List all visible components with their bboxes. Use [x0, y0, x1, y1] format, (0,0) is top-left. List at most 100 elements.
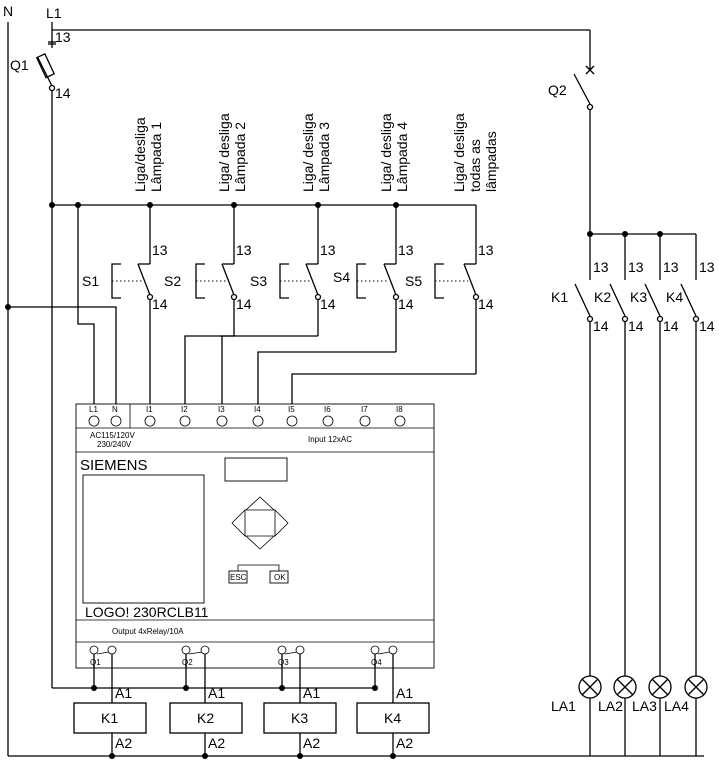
lamp-la2 — [613, 675, 637, 756]
q1-terminal-13: 13 — [55, 29, 71, 45]
svg-text:14: 14 — [236, 296, 252, 312]
plc-supply-line1: AC115/120V — [90, 431, 135, 440]
pushbutton-s5 — [434, 205, 480, 374]
esc-key — [228, 570, 248, 584]
svg-text:13: 13 — [320, 242, 336, 258]
coil-k2-label: K2 — [197, 710, 214, 726]
svg-text:I3: I3 — [218, 405, 225, 414]
coil-k3-label: K3 — [291, 710, 308, 726]
ok-key — [269, 570, 289, 584]
wire-plc-n — [8, 306, 117, 412]
pushbutton-s1 — [111, 202, 154, 324]
svg-text:I4: I4 — [254, 405, 261, 414]
plc-module-slot — [224, 457, 288, 482]
svg-text:A1: A1 — [208, 685, 225, 701]
plc-output-label: Output 4xRelay/10A — [112, 627, 184, 636]
plc-model: LOGO! 230RCLB11 — [85, 604, 209, 620]
plc-lcd — [82, 474, 205, 604]
breaker-q1 — [35, 53, 56, 92]
lamp-la3 — [648, 675, 672, 756]
svg-text:14: 14 — [628, 318, 644, 334]
s4-label: S4 — [333, 269, 350, 285]
svg-text:A1: A1 — [396, 685, 413, 701]
svg-text:13: 13 — [699, 259, 715, 275]
wire-i5 — [291, 373, 476, 412]
wire-i3 — [221, 335, 318, 412]
svg-text:L1: L1 — [89, 405, 98, 414]
svg-text:13: 13 — [152, 242, 168, 258]
lamp-la1 — [578, 675, 602, 756]
svg-text:Q2: Q2 — [182, 658, 193, 667]
lamp-la1-label: LA1 — [551, 698, 576, 714]
coil-k2 — [169, 702, 243, 734]
svg-text:Q4: Q4 — [371, 658, 382, 667]
contact-k3 — [644, 234, 664, 676]
s2-label: S2 — [164, 273, 181, 289]
s4-caption-line2: Lâmpada 4 — [394, 122, 410, 192]
lamp-la4 — [684, 675, 708, 756]
s5-label: S5 — [405, 273, 422, 289]
svg-text:14: 14 — [152, 296, 168, 312]
svg-text:14: 14 — [663, 318, 679, 334]
s3-caption-line2: Lâmpada 3 — [316, 122, 332, 192]
pushbutton-s2 — [195, 202, 238, 336]
line-label: L1 — [46, 5, 62, 21]
svg-text:A2: A2 — [396, 735, 413, 751]
plc-brand: SIEMENS — [80, 457, 148, 474]
svg-text:14: 14 — [398, 296, 414, 312]
nav-right-icon — [274, 509, 289, 537]
s1-caption-line2: Lâmpada 1 — [148, 122, 164, 192]
contact-k4 — [680, 234, 700, 676]
svg-text:13: 13 — [628, 259, 644, 275]
s1-label: S1 — [82, 273, 99, 289]
s5-caption-line1: Liga/ desliga — [451, 113, 467, 192]
coil-k4 — [356, 702, 430, 734]
svg-text:13: 13 — [593, 259, 609, 275]
contact-k3-label: K3 — [630, 289, 647, 305]
pushbutton-s4 — [356, 202, 400, 352]
q1-label: Q1 — [10, 57, 29, 73]
svg-text:13: 13 — [236, 242, 252, 258]
svg-text:I5: I5 — [288, 405, 295, 414]
contact-k2 — [609, 234, 629, 676]
q1-terminal-14: 14 — [55, 85, 71, 101]
esc-key-label: ESC — [230, 573, 247, 582]
plc-input-terminals — [88, 415, 406, 427]
coil-k1 — [73, 702, 147, 734]
plc-input-label: Input 12xAC — [308, 435, 352, 444]
lamp-la2-label: LA2 — [598, 698, 623, 714]
s5-caption-line3: lâmpadas — [483, 131, 499, 192]
s3-caption-line1: Liga/ desliga — [300, 113, 316, 192]
contact-k1-label: K1 — [551, 289, 568, 305]
plc-supply-line2: 230/240V — [97, 440, 132, 449]
svg-text:14: 14 — [478, 296, 494, 312]
svg-text:14: 14 — [320, 296, 336, 312]
s4-caption-line1: Liga/ desliga — [378, 113, 394, 192]
svg-text:13: 13 — [478, 242, 494, 258]
nav-up-icon — [244, 496, 276, 511]
svg-text:Q3: Q3 — [278, 658, 289, 667]
nav-left-icon — [231, 509, 246, 537]
wire-i4 — [257, 351, 396, 412]
svg-text:14: 14 — [593, 318, 609, 334]
svg-text:13: 13 — [398, 242, 414, 258]
contact-k4-label: K4 — [666, 289, 683, 305]
svg-text:N: N — [112, 405, 118, 414]
q2-label: Q2 — [548, 82, 567, 98]
svg-text:A1: A1 — [115, 685, 132, 701]
wire-plc-l1 — [77, 205, 95, 412]
svg-text:I2: I2 — [181, 405, 188, 414]
svg-text:Q1: Q1 — [90, 658, 101, 667]
pushbutton-s3 — [279, 202, 322, 336]
wire-i2 — [184, 335, 234, 412]
plc-logo — [75, 403, 435, 669]
s2-caption-line1: Liga/ desliga — [216, 113, 232, 192]
ok-key-label: OK — [274, 573, 286, 582]
lamp-la3-label: LA3 — [632, 698, 657, 714]
svg-text:I6: I6 — [324, 405, 331, 414]
coil-k1-label: K1 — [101, 710, 118, 726]
svg-text:A2: A2 — [115, 735, 132, 751]
contact-k2-label: K2 — [594, 289, 611, 305]
svg-text:I8: I8 — [396, 405, 403, 414]
